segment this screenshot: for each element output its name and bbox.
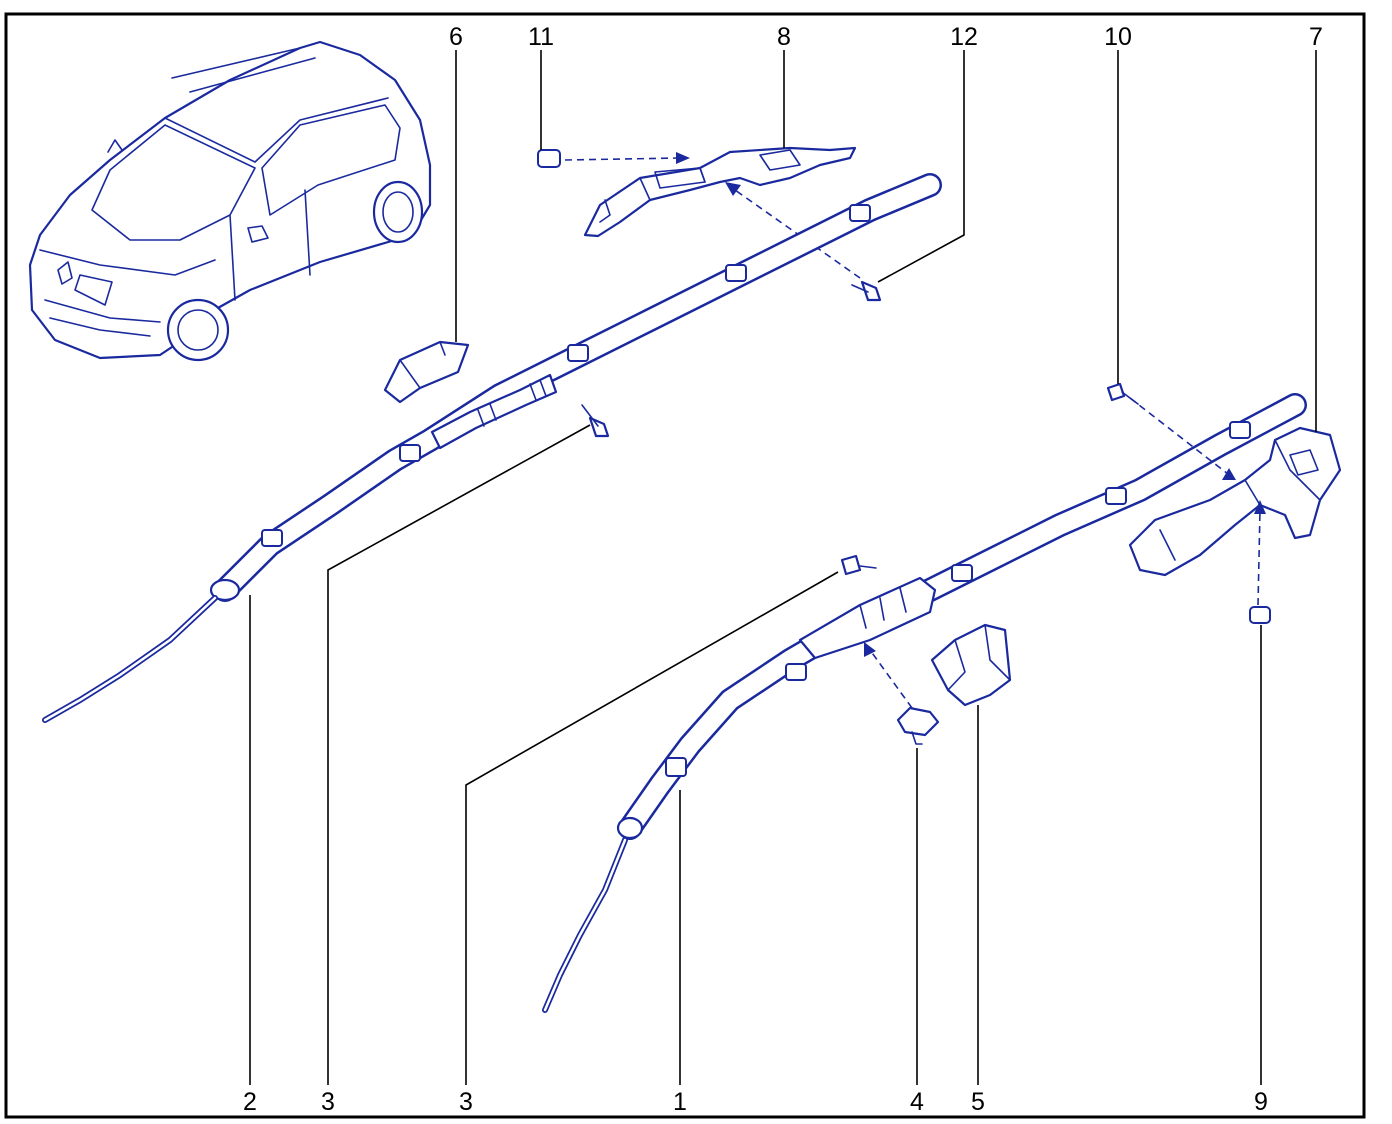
callout-3b: 3 — [459, 1088, 473, 1116]
assembly-line-11-8 — [564, 157, 681, 161]
part-7-bracket — [1128, 426, 1342, 577]
leader-3b — [465, 571, 839, 1085]
leader-3a — [327, 424, 591, 1085]
callout-8: 8 — [777, 23, 791, 51]
clip-2b — [399, 444, 421, 462]
part-2-curtain-airbag-left — [42, 173, 942, 723]
part-6-bracket — [383, 340, 470, 404]
arrowhead-9-7 — [1254, 500, 1266, 514]
clip-1b — [785, 663, 807, 681]
callout-2: 2 — [243, 1088, 257, 1116]
part-11-clip — [537, 149, 561, 168]
car-illustration — [28, 40, 432, 362]
callout-labels: 6 11 8 12 10 7 2 3 3 1 4 5 9 — [243, 23, 1323, 1116]
callout-11: 11 — [528, 23, 554, 51]
callout-4: 4 — [910, 1088, 924, 1116]
bolt-3a — [581, 404, 610, 438]
clip-1d — [1105, 487, 1127, 505]
assembly-line-4-1 — [869, 649, 913, 709]
callout-9: 9 — [1254, 1088, 1268, 1116]
arrowhead-4-1 — [864, 642, 876, 657]
callout-5: 5 — [971, 1088, 985, 1116]
clip-2a — [261, 529, 283, 547]
assembly-line-9-7 — [1257, 509, 1261, 606]
arrowhead-11-8 — [676, 152, 690, 164]
callout-12: 12 — [950, 23, 978, 51]
callout-10: 10 — [1104, 23, 1132, 51]
arrowhead-10-7 — [1222, 468, 1236, 480]
leader-lines — [249, 50, 1317, 1085]
part-12-bolt — [851, 280, 882, 302]
callout-7: 7 — [1309, 23, 1323, 51]
callout-3a: 3 — [321, 1088, 335, 1116]
part-9-clip — [1249, 606, 1271, 624]
part-8-bracket — [583, 146, 857, 238]
clip-2e — [849, 204, 871, 222]
callout-1: 1 — [673, 1088, 687, 1116]
clip-1c — [951, 564, 973, 582]
part-4-clip — [896, 706, 940, 745]
arrowhead-12-8 — [725, 182, 741, 196]
bolt-3b — [840, 554, 877, 576]
leader-12 — [877, 50, 965, 283]
clip-2d — [725, 264, 747, 282]
assembly-line-10-7 — [1129, 397, 1229, 475]
clip-2c — [567, 344, 589, 362]
clip-1a — [665, 757, 687, 777]
diagram-border — [4, 12, 1366, 1119]
callout-6: 6 — [449, 23, 463, 51]
clip-1e — [1229, 421, 1251, 439]
part-5-bracket — [930, 623, 1012, 707]
part-1-curtain-airbag-right — [542, 393, 1307, 1013]
